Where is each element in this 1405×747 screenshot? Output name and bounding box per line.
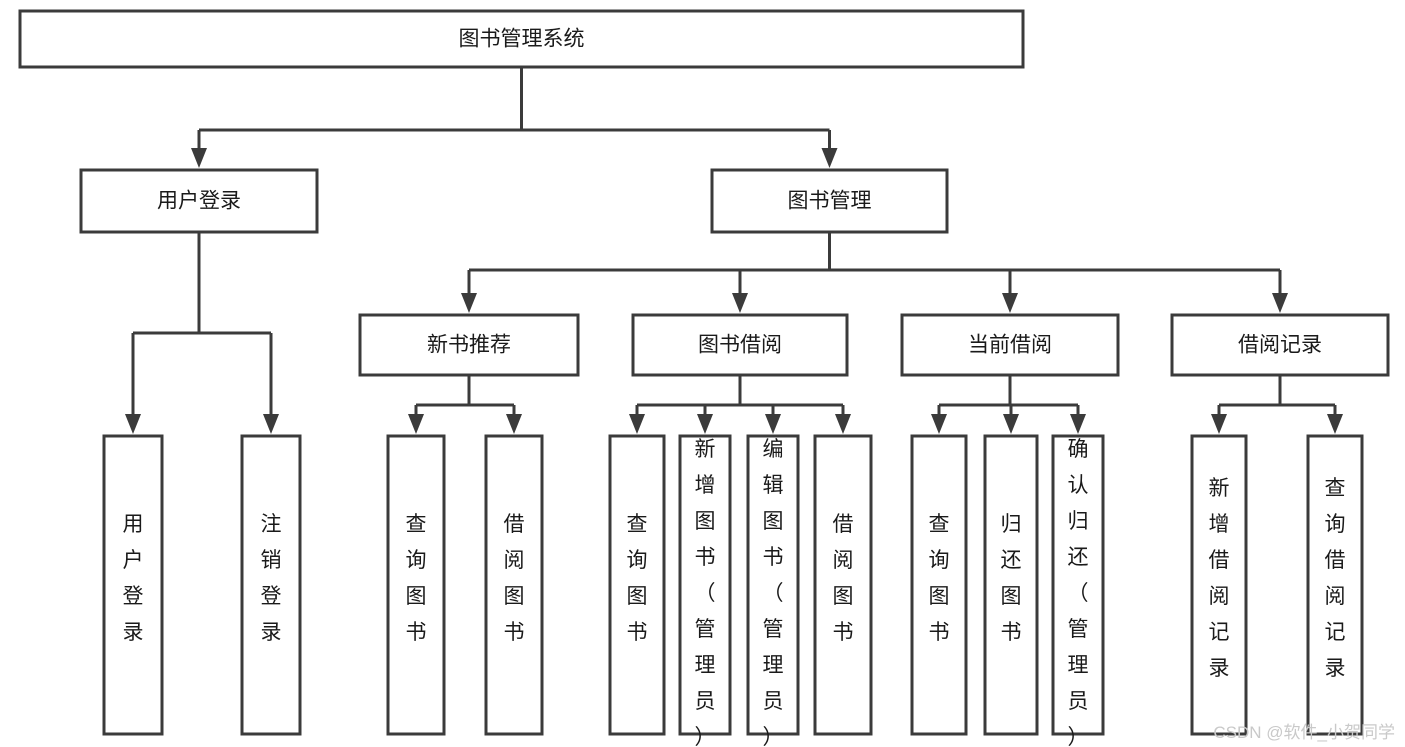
node-leaf-query-book-borrow[interactable]: 查询图书: [608, 434, 666, 736]
node-label-leaf-query-borrow-record: 查询借阅记录: [1325, 477, 1346, 680]
node-box-book-management: [710, 168, 949, 234]
node-box-leaf-edit-book-admin: [746, 434, 800, 736]
node-leaf-add-book-admin[interactable]: 新增图书（管理员）: [678, 434, 732, 747]
node-label-new-book-recommend: 新书推荐: [427, 334, 511, 357]
node-label-book-management: 图书管理: [788, 190, 872, 213]
connector-layer: [125, 67, 1343, 434]
node-layer: 图书管理系统用户登录图书管理新书推荐图书借阅当前借阅借阅记录用户登录注销登录查询…: [18, 9, 1390, 747]
node-label-leaf-return-book: 归还图书: [1001, 513, 1022, 644]
node-label-current-borrow: 当前借阅: [968, 334, 1052, 357]
node-book-management[interactable]: 图书管理: [710, 168, 949, 234]
node-leaf-query-book-current[interactable]: 查询图书: [910, 434, 968, 736]
node-box-leaf-query-borrow-record: [1306, 434, 1364, 736]
node-box-current-borrow: [900, 313, 1120, 377]
node-leaf-user-login[interactable]: 用户登录: [102, 434, 164, 736]
arrow-head-icon: [1003, 414, 1019, 434]
node-label-user-login: 用户登录: [157, 190, 241, 213]
node-box-leaf-add-borrow-record: [1190, 434, 1248, 736]
node-leaf-edit-book-admin[interactable]: 编辑图书（管理员）: [746, 434, 800, 747]
node-box-borrow-record: [1170, 313, 1390, 377]
node-new-book-recommend[interactable]: 新书推荐: [358, 313, 580, 377]
node-box-leaf-borrow-book: [813, 434, 873, 736]
arrow-head-icon: [821, 148, 838, 168]
node-label-root: 图书管理系统: [459, 28, 585, 51]
node-label-leaf-edit-book-admin: 编辑图书（管理员）: [763, 438, 784, 747]
arrow-head-icon: [506, 414, 522, 434]
node-label-leaf-query-book-recommend: 查询图书: [406, 513, 427, 644]
node-book-borrow[interactable]: 图书借阅: [631, 313, 849, 377]
node-user-login[interactable]: 用户登录: [79, 168, 319, 234]
node-box-leaf-query-book-recommend: [386, 434, 446, 736]
node-label-leaf-query-book-borrow: 查询图书: [627, 513, 648, 644]
node-label-leaf-add-book-admin: 新增图书（管理员）: [695, 438, 716, 747]
node-box-leaf-logout-login: [240, 434, 302, 736]
node-box-leaf-add-book-admin: [678, 434, 732, 736]
node-label-leaf-borrow-book-recommend: 借阅图书: [504, 513, 525, 644]
node-root[interactable]: 图书管理系统: [18, 9, 1025, 69]
node-leaf-confirm-return-admin[interactable]: 确认归还（管理员）: [1051, 434, 1105, 747]
arrow-head-icon: [629, 414, 645, 434]
arrow-head-icon: [1070, 414, 1086, 434]
arrow-head-icon: [1211, 414, 1227, 434]
node-box-leaf-query-book-current: [910, 434, 968, 736]
node-box-leaf-confirm-return-admin: [1051, 434, 1105, 736]
csdn-watermark: CSDN @软件_小贺同学: [1213, 723, 1395, 742]
node-label-leaf-add-borrow-record: 新增借阅记录: [1209, 477, 1230, 680]
arrow-head-icon: [1002, 293, 1018, 313]
node-leaf-borrow-book[interactable]: 借阅图书: [813, 434, 873, 736]
node-label-leaf-borrow-book: 借阅图书: [833, 513, 854, 644]
node-box-root: [18, 9, 1025, 69]
node-label-leaf-confirm-return-admin: 确认归还（管理员）: [1068, 438, 1089, 747]
node-label-borrow-record: 借阅记录: [1238, 334, 1322, 357]
arrow-head-icon: [931, 414, 947, 434]
node-box-user-login: [79, 168, 319, 234]
arrow-head-icon: [191, 148, 207, 168]
node-leaf-borrow-book-recommend[interactable]: 借阅图书: [484, 434, 544, 736]
node-box-book-borrow: [631, 313, 849, 377]
node-box-new-book-recommend: [358, 313, 580, 377]
arrow-head-icon: [1272, 293, 1288, 313]
node-label-book-borrow: 图书借阅: [698, 334, 782, 357]
node-label-leaf-query-book-current: 查询图书: [929, 513, 950, 644]
arrow-head-icon: [263, 414, 279, 434]
node-label-leaf-logout-login: 注销登录: [261, 513, 282, 644]
arrow-head-icon: [835, 414, 851, 434]
arrow-head-icon: [461, 293, 477, 313]
arrow-head-icon: [1327, 414, 1343, 434]
node-label-leaf-user-login: 用户登录: [123, 513, 144, 644]
arrow-head-icon: [732, 293, 748, 313]
node-leaf-query-book-recommend[interactable]: 查询图书: [386, 434, 446, 736]
node-leaf-logout-login[interactable]: 注销登录: [240, 434, 302, 736]
arrow-head-icon: [765, 414, 781, 434]
node-leaf-add-borrow-record[interactable]: 新增借阅记录: [1190, 434, 1248, 736]
node-current-borrow[interactable]: 当前借阅: [900, 313, 1120, 377]
arrow-head-icon: [697, 414, 713, 434]
node-box-leaf-return-book: [983, 434, 1039, 736]
arrow-head-icon: [125, 414, 141, 434]
node-leaf-query-borrow-record[interactable]: 查询借阅记录: [1306, 434, 1364, 736]
node-box-leaf-borrow-book-recommend: [484, 434, 544, 736]
node-leaf-return-book[interactable]: 归还图书: [983, 434, 1039, 736]
arrow-head-icon: [408, 414, 424, 434]
node-borrow-record[interactable]: 借阅记录: [1170, 313, 1390, 377]
node-box-leaf-user-login: [102, 434, 164, 736]
node-box-leaf-query-book-borrow: [608, 434, 666, 736]
